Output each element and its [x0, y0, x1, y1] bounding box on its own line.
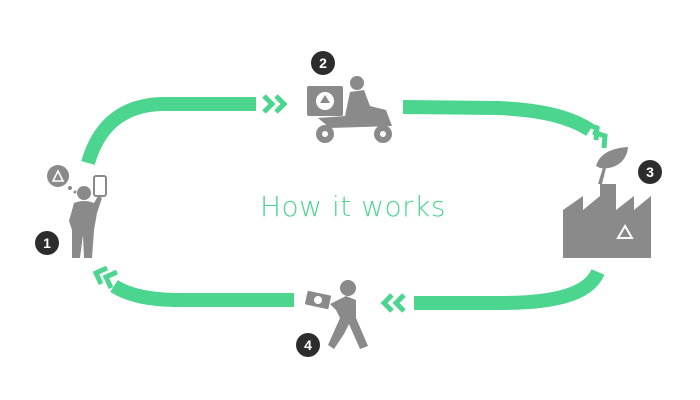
recycle-symbol-icon	[51, 169, 65, 182]
step-number-2: 2	[311, 51, 335, 75]
loop-arrows	[81, 97, 605, 310]
diagram-title: How it works	[260, 190, 446, 223]
step-number-3: 3	[638, 160, 662, 184]
loop-segment-top-left	[81, 97, 256, 166]
chevron-down-right-icon	[584, 121, 608, 149]
step-number-1: 1	[35, 231, 59, 255]
loop-segment-top-right	[402, 100, 594, 137]
step-number-4: 4	[296, 333, 320, 357]
delivery-scooter-icon	[307, 76, 392, 143]
chevron-left-icon	[380, 293, 406, 313]
chevron-up-left-icon	[92, 265, 119, 290]
chevron-right-icon	[262, 94, 288, 114]
loop-segment-bottom-left	[110, 279, 294, 307]
recycling-factory-icon	[563, 147, 651, 258]
factory-recycle-symbol-icon	[616, 224, 634, 239]
chevron-arrows	[92, 94, 608, 313]
loop-segment-bottom-right	[414, 268, 605, 310]
person-receiving-money-icon	[304, 280, 368, 349]
